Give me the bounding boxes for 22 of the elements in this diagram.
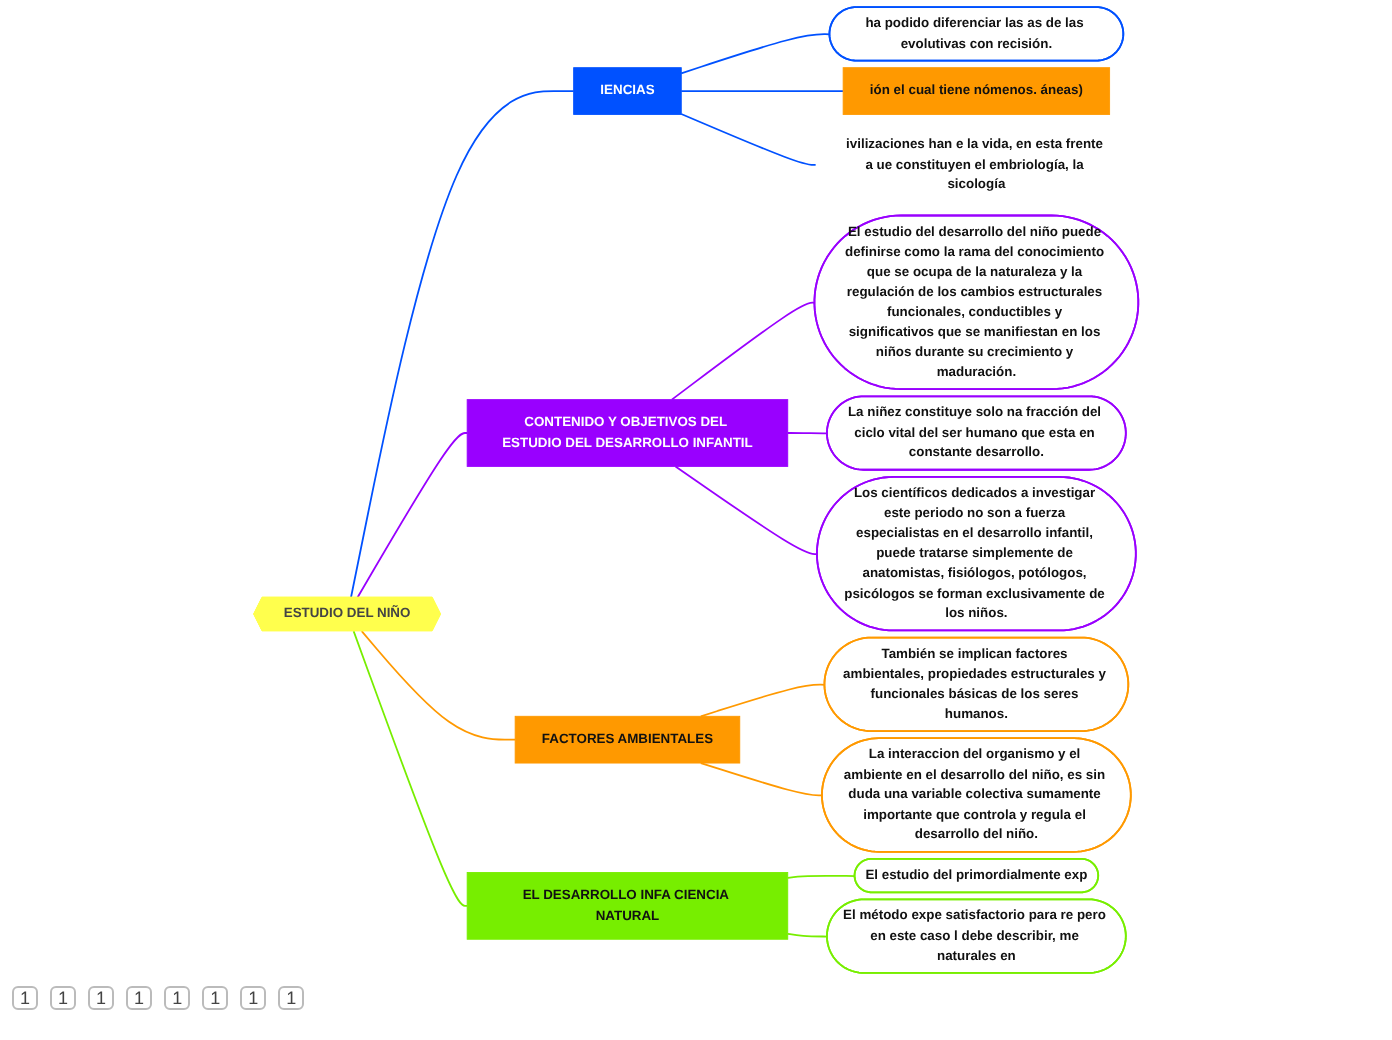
connector — [786, 874, 856, 879]
connector — [356, 432, 469, 599]
connector — [680, 113, 817, 166]
connector — [680, 90, 845, 92]
connector — [699, 762, 824, 797]
connector — [360, 630, 517, 741]
connector — [350, 90, 575, 599]
count-badge: 1 — [88, 986, 115, 1010]
connector — [786, 932, 829, 938]
connector — [699, 683, 826, 718]
connector — [674, 465, 819, 555]
count-badge: 1 — [278, 986, 305, 1010]
connector — [352, 630, 469, 907]
count-badge: 1 — [50, 986, 77, 1010]
count-badge: 1 — [202, 986, 229, 1010]
count-badge: 1 — [126, 986, 153, 1010]
connector — [680, 33, 831, 75]
connector — [670, 301, 816, 401]
count-badge: 1 — [240, 986, 267, 1010]
connector — [786, 432, 829, 435]
count-badge: 1 — [164, 986, 191, 1010]
count-badge: 1 — [12, 986, 39, 1010]
